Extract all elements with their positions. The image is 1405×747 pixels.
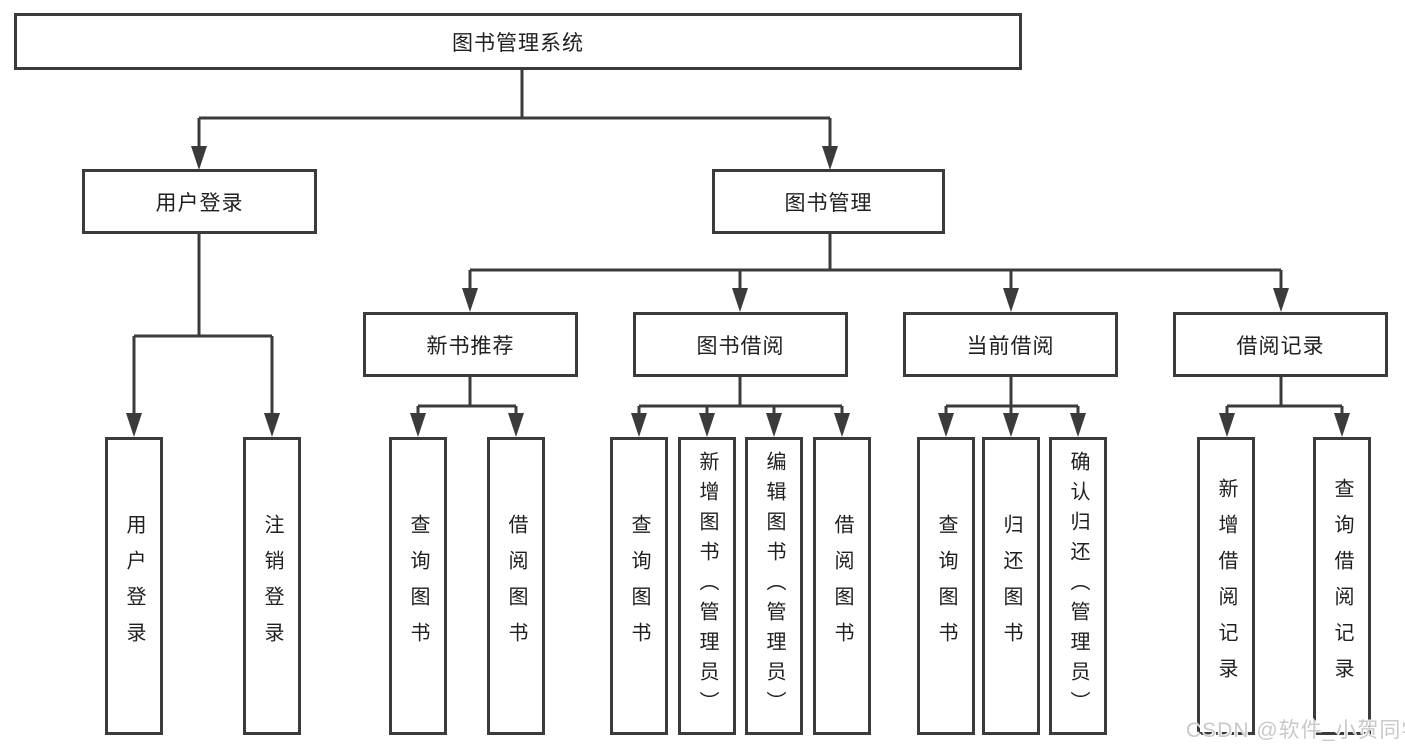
leaf-bb-query-book-label: 查询图书 xyxy=(628,514,650,658)
arrowhead-icon xyxy=(1273,288,1289,312)
leaf-cb-query-book: 查询图书 xyxy=(917,437,975,735)
connector-userlogin-to-leaves xyxy=(126,234,280,437)
arrowhead-icon xyxy=(822,146,838,170)
node-user-login-label: 用户登录 xyxy=(155,191,244,215)
leaf-bb-query-book: 查询图书 xyxy=(610,437,668,735)
node-root: 图书管理系统 xyxy=(14,13,1022,70)
arrowhead-icon xyxy=(264,413,280,437)
leaf-cb-confirm-return-admin-label: 确认归还（管理员） xyxy=(1067,451,1089,721)
leaf-rec-query-book-label: 查询图书 xyxy=(407,514,429,658)
arrowhead-icon xyxy=(938,413,954,437)
leaf-user-login: 用户登录 xyxy=(105,437,163,735)
leaf-bb-edit-book-admin: 编辑图书（管理员） xyxy=(745,437,803,735)
leaf-bb-borrow-book: 借阅图书 xyxy=(813,437,871,735)
leaf-logout: 注销登录 xyxy=(243,437,301,735)
arrowhead-icon xyxy=(1334,413,1350,437)
leaf-cb-query-book-label: 查询图书 xyxy=(935,514,957,658)
leaf-bb-edit-book-admin-label: 编辑图书（管理员） xyxy=(763,451,785,721)
leaf-logout-label: 注销登录 xyxy=(261,514,283,658)
arrowhead-icon xyxy=(508,413,524,437)
node-book-management: 图书管理 xyxy=(712,169,945,234)
leaf-rec-query-book: 查询图书 xyxy=(389,437,447,735)
watermark: CSDN @软件_小贺同学 xyxy=(1186,719,1405,742)
connector-newbookrec-to-leaves xyxy=(410,377,524,437)
arrowhead-icon xyxy=(126,413,142,437)
node-book-borrow: 图书借阅 xyxy=(633,312,848,377)
node-user-login: 用户登录 xyxy=(82,169,317,234)
leaf-bb-add-book-admin-label: 新增图书（管理员） xyxy=(696,451,718,721)
arrowhead-icon xyxy=(766,413,782,437)
connector-bookmgmt-to-level3 xyxy=(462,234,1289,312)
leaf-cb-return-book: 归还图书 xyxy=(982,437,1040,735)
leaf-br-query-record-label: 查询借阅记录 xyxy=(1331,478,1353,694)
leaf-user-login-label: 用户登录 xyxy=(123,514,145,658)
node-borrow-record-label: 借阅记录 xyxy=(1236,334,1325,358)
leaf-rec-borrow-book: 借阅图书 xyxy=(487,437,545,735)
arrowhead-icon xyxy=(699,413,715,437)
leaf-br-add-record: 新增借阅记录 xyxy=(1197,437,1255,735)
arrowhead-icon xyxy=(631,413,647,437)
leaf-rec-borrow-book-label: 借阅图书 xyxy=(505,514,527,658)
leaf-br-query-record: 查询借阅记录 xyxy=(1313,437,1371,735)
arrowhead-icon xyxy=(191,146,207,170)
arrowhead-icon xyxy=(1003,413,1019,437)
leaf-br-add-record-label: 新增借阅记录 xyxy=(1215,478,1237,694)
node-book-borrow-label: 图书借阅 xyxy=(696,334,785,358)
leaf-cb-confirm-return-admin: 确认归还（管理员） xyxy=(1049,437,1107,735)
arrowhead-icon xyxy=(1003,288,1019,312)
arrowhead-icon xyxy=(410,413,426,437)
leaf-bb-add-book-admin: 新增图书（管理员） xyxy=(678,437,736,735)
node-current-borrow: 当前借阅 xyxy=(903,312,1118,377)
node-root-label: 图书管理系统 xyxy=(452,31,584,55)
leaf-cb-return-book-label: 归还图书 xyxy=(1000,514,1022,658)
arrowhead-icon xyxy=(1070,413,1086,437)
connector-currentborrow-to-leaves xyxy=(938,377,1086,437)
connector-root-to-level2 xyxy=(191,68,838,170)
connector-borrowrecord-to-leaves xyxy=(1219,377,1350,437)
node-new-book-recommend-label: 新书推荐 xyxy=(426,334,515,358)
leaf-bb-borrow-book-label: 借阅图书 xyxy=(831,514,853,658)
arrowhead-icon xyxy=(462,288,478,312)
arrowhead-icon xyxy=(732,288,748,312)
node-borrow-record: 借阅记录 xyxy=(1173,312,1388,377)
arrowhead-icon xyxy=(834,413,850,437)
node-book-management-label: 图书管理 xyxy=(784,191,873,215)
node-current-borrow-label: 当前借阅 xyxy=(966,334,1055,358)
arrowhead-icon xyxy=(1219,413,1235,437)
connector-bookborrow-to-leaves xyxy=(631,377,850,437)
node-new-book-recommend: 新书推荐 xyxy=(363,312,578,377)
